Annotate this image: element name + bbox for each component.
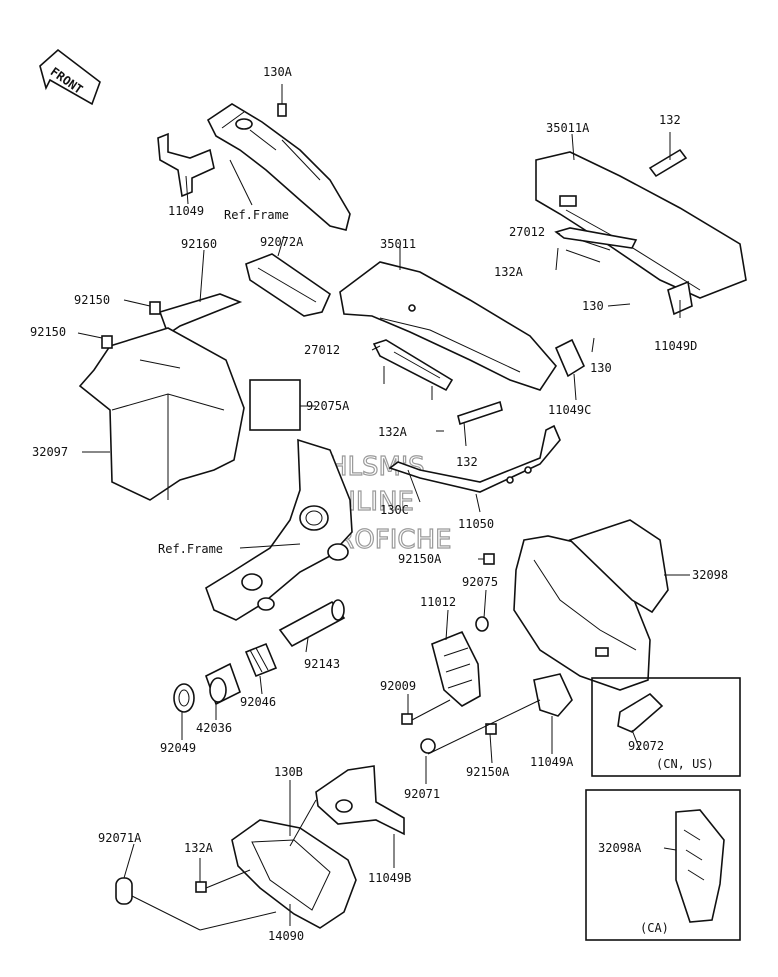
label-130-right: 130 <box>590 361 612 375</box>
label-92150-a: 92150 <box>74 293 110 307</box>
bolt-132 <box>457 400 503 426</box>
grommet-92071A <box>115 877 133 905</box>
bracket-27012-mid <box>372 339 454 400</box>
bracket-11049A <box>533 673 573 717</box>
label-11049: 11049 <box>168 204 204 218</box>
part-labels: 130A 11049 Ref.Frame 92072A 92160 92150 … <box>30 65 728 943</box>
label-92143: 92143 <box>304 657 340 671</box>
frame-bracket-top <box>157 103 351 231</box>
label-32098: 32098 <box>692 568 728 582</box>
label-130A: 130A <box>263 65 293 79</box>
cap-92071 <box>420 738 436 754</box>
battery-strap-92072A <box>245 253 332 317</box>
label-27012-mid: 27012 <box>304 343 340 357</box>
label-132-top: 132 <box>659 113 681 127</box>
label-92150A: 92150A <box>398 552 442 566</box>
label-130-mid: 130 <box>582 299 604 313</box>
cover-35011A <box>535 148 747 299</box>
bracket-27012-top <box>554 227 638 263</box>
bolt-92009 <box>401 713 413 725</box>
label-130C: 130C <box>380 503 409 517</box>
swingarm-frame <box>205 438 353 621</box>
seal-92049 <box>173 683 195 713</box>
label-132A-top: 132A <box>494 265 524 279</box>
box-14090 <box>231 819 357 929</box>
label-35011A: 35011A <box>546 121 590 135</box>
label-11050: 11050 <box>458 517 494 531</box>
bushing-92143 <box>278 599 346 648</box>
label-ref-frame-mid: Ref.Frame <box>158 542 223 556</box>
label-11012: 11012 <box>420 595 456 609</box>
rail-11050 <box>388 424 561 493</box>
label-92049: 92049 <box>160 741 196 755</box>
label-92072: 92072 <box>628 739 664 753</box>
label-92150A-low: 92150A <box>466 765 510 779</box>
leader-lines <box>77 132 690 931</box>
bracket-11049C <box>554 338 586 378</box>
inset-92072-box <box>591 677 741 777</box>
sleeve-42036 <box>205 662 241 706</box>
housing-32098 <box>513 519 669 691</box>
battery-case-32097 <box>78 301 245 501</box>
label-92150-b: 92150 <box>30 325 66 339</box>
label-130B: 130B <box>274 765 303 779</box>
label-11049C: 11049C <box>548 403 591 417</box>
bearing-92046 <box>244 642 278 678</box>
label-14090: 14090 <box>268 929 304 943</box>
label-132A-mid: 132A <box>378 425 408 439</box>
label-92075: 92075 <box>462 575 498 589</box>
label-11049D: 11049D <box>654 339 697 353</box>
bolt-132A-low <box>195 881 207 893</box>
bolt-130A <box>277 84 287 117</box>
label-35011: 35011 <box>380 237 416 251</box>
pad-92075A <box>249 379 301 431</box>
label-132A-low: 132A <box>184 841 214 855</box>
label-ref-frame-top: Ref.Frame <box>224 208 289 222</box>
label-92160: 92160 <box>181 237 217 251</box>
label-27012-top: 27012 <box>509 225 545 239</box>
label-92009: 92009 <box>380 679 416 693</box>
label-92071A: 92071A <box>98 831 142 845</box>
cover-35011 <box>339 261 558 391</box>
cap-92075 <box>475 616 489 632</box>
label-ca: (CA) <box>640 921 669 935</box>
label-92072A: 92072A <box>260 235 304 249</box>
label-11049A: 11049A <box>530 755 574 769</box>
label-11049B: 11049B <box>368 871 411 885</box>
bracket-11049B <box>315 765 405 836</box>
label-92071: 92071 <box>404 787 440 801</box>
inset-32098A-box <box>585 789 741 941</box>
label-132-mid: 132 <box>456 455 478 469</box>
label-92046: 92046 <box>240 695 276 709</box>
label-92075A: 92075A <box>306 399 350 413</box>
filter-11012 <box>431 630 481 707</box>
label-42036: 42036 <box>196 721 232 735</box>
label-32098A: 32098A <box>598 841 642 855</box>
label-32097: 32097 <box>32 445 68 459</box>
front-arrow-icon: FRONT <box>39 48 101 106</box>
bracket-11049D <box>667 280 693 316</box>
label-cn-us: (CN, US) <box>656 757 714 771</box>
